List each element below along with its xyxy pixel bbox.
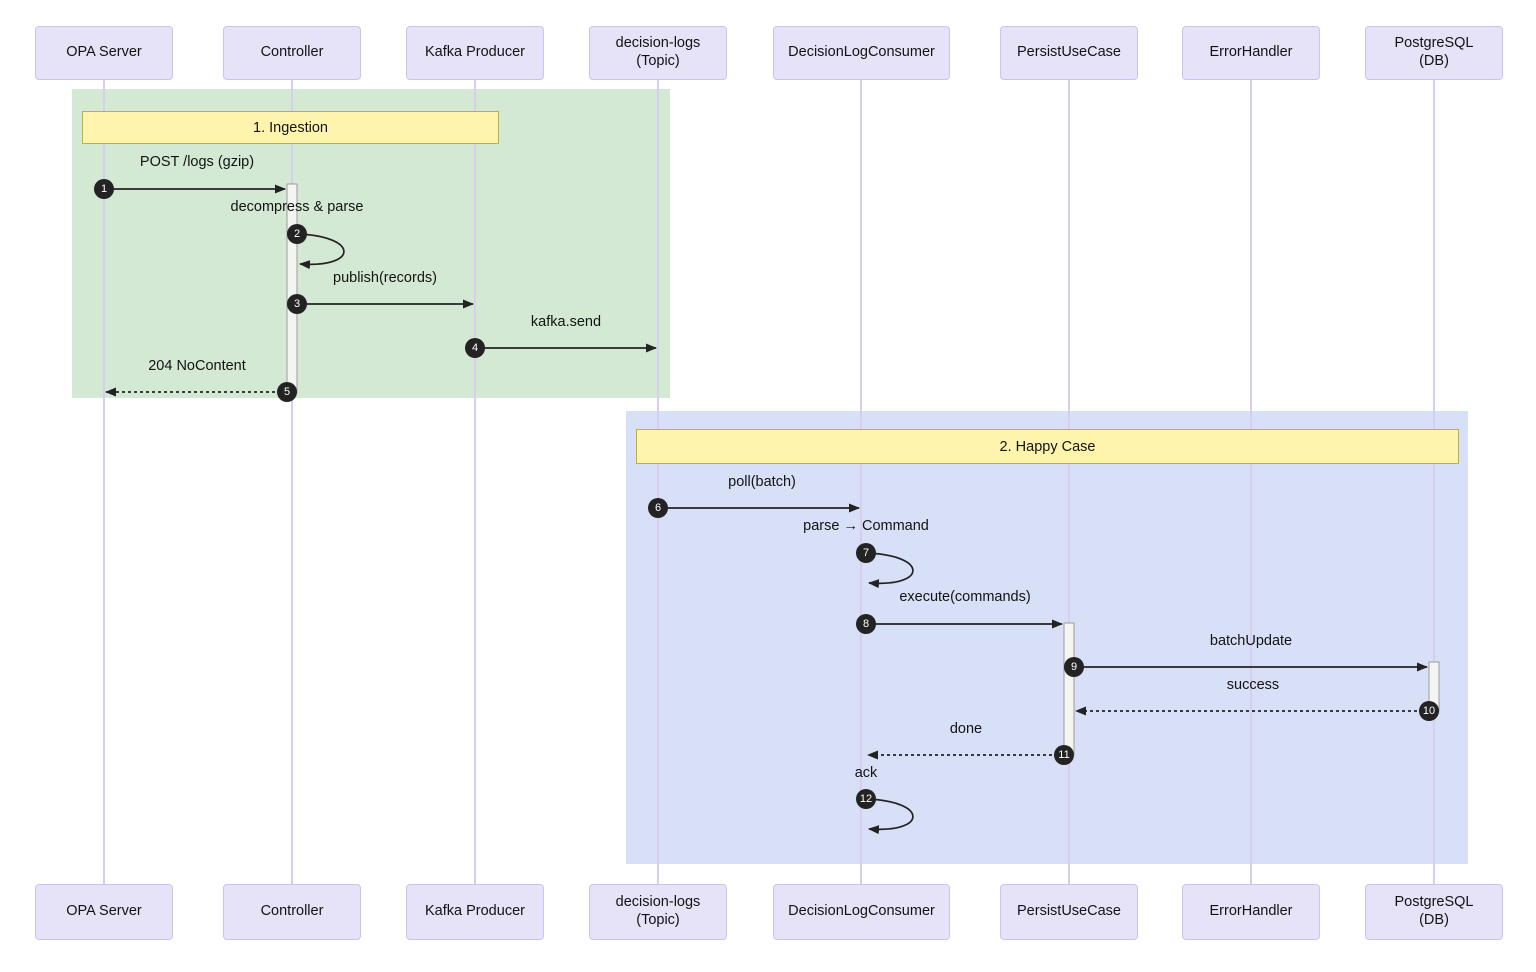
sequence-badge-4: 4 xyxy=(465,338,485,358)
participant-errh-top[interactable]: ErrorHandler xyxy=(1182,26,1320,80)
message-label-4-kafka-send: kafka.send xyxy=(530,314,602,330)
sequence-badge-6: 6 xyxy=(648,498,668,518)
participant-ctrl-bottom[interactable]: Controller xyxy=(223,884,361,940)
ctrl-activation xyxy=(286,183,298,394)
participant-label: OPA Server xyxy=(66,44,142,61)
participant-consumer-bottom[interactable]: DecisionLogConsumer xyxy=(773,884,950,940)
participant-label: PersistUseCase xyxy=(1017,903,1121,920)
message-label-3-publish-records: publish(records) xyxy=(333,270,437,286)
participant-label: OPA Server xyxy=(66,903,142,920)
sequence-badge-8: 8 xyxy=(856,614,876,634)
participant-label: decision-logs (Topic) xyxy=(615,35,701,69)
sequence-badge-12: 12 xyxy=(856,789,876,809)
participant-label: PostgreSQL (DB) xyxy=(1394,35,1474,69)
message-arrow-7-parse-command xyxy=(865,552,914,589)
message-label-11-done: done xyxy=(949,721,983,737)
message-arrow-2-decompress-parse xyxy=(296,233,345,270)
participant-label: Kafka Producer xyxy=(425,903,525,920)
lifelines xyxy=(103,80,1435,884)
participant-ctrl-top[interactable]: Controller xyxy=(223,26,361,80)
participant-topic-bottom[interactable]: decision-logs (Topic) xyxy=(589,884,727,940)
message-label-2-decompress-parse: decompress & parse xyxy=(230,199,364,215)
participant-label: Kafka Producer xyxy=(425,44,525,61)
participant-opa-top[interactable]: OPA Server xyxy=(35,26,173,80)
message-label-7-parse-command: parse → Command xyxy=(803,518,929,534)
block-label-text: 2. Happy Case xyxy=(999,438,1096,455)
message-arrow-12-ack xyxy=(865,798,914,835)
sequence-badge-7: 7 xyxy=(856,543,876,563)
participant-label: Controller xyxy=(260,903,324,920)
sequence-badge-5: 5 xyxy=(277,382,297,402)
participant-label: PostgreSQL (DB) xyxy=(1394,894,1474,928)
participant-label: decision-logs (Topic) xyxy=(615,894,701,928)
message-label-12-ack: ack xyxy=(854,765,878,781)
message-label-8-execute-commands: execute(commands) xyxy=(899,589,1031,605)
message-label-5-204-nocontent: 204 NoContent xyxy=(148,358,246,374)
sequence-badge-3: 3 xyxy=(287,294,307,314)
message-label-6-poll-batch: poll(batch) xyxy=(728,474,796,490)
participant-label: ErrorHandler xyxy=(1209,903,1293,920)
participant-consumer-top[interactable]: DecisionLogConsumer xyxy=(773,26,950,80)
block-label-happy-case: 2. Happy Case xyxy=(636,429,1459,464)
participant-label: DecisionLogConsumer xyxy=(788,44,935,61)
message-arrows xyxy=(104,184,1429,835)
usecase-activation xyxy=(1063,622,1075,756)
block-label-ingestion: 1. Ingestion xyxy=(82,111,499,144)
participant-pg-top[interactable]: PostgreSQL (DB) xyxy=(1365,26,1503,80)
participant-kprod-bottom[interactable]: Kafka Producer xyxy=(406,884,544,940)
participant-topic-top[interactable]: decision-logs (Topic) xyxy=(589,26,727,80)
participant-usecase-top[interactable]: PersistUseCase xyxy=(1000,26,1138,80)
participant-errh-bottom[interactable]: ErrorHandler xyxy=(1182,884,1320,940)
sequence-badge-1: 1 xyxy=(94,179,114,199)
block-label-text: 1. Ingestion xyxy=(253,119,328,136)
participant-usecase-bottom[interactable]: PersistUseCase xyxy=(1000,884,1138,940)
participant-label: PersistUseCase xyxy=(1017,44,1121,61)
block-region-happy-case xyxy=(626,411,1468,864)
message-label-10-success: success xyxy=(1226,677,1280,693)
participant-pg-bottom[interactable]: PostgreSQL (DB) xyxy=(1365,884,1503,940)
participant-label: DecisionLogConsumer xyxy=(788,903,935,920)
participant-opa-bottom[interactable]: OPA Server xyxy=(35,884,173,940)
sequence-badge-2: 2 xyxy=(287,224,307,244)
participant-label: Controller xyxy=(260,44,324,61)
sequence-badge-9: 9 xyxy=(1064,657,1084,677)
message-label-1-post-logs-gzip: POST /logs (gzip) xyxy=(139,154,255,170)
message-label-9-batchupdate: batchUpdate xyxy=(1209,633,1293,649)
participant-kprod-top[interactable]: Kafka Producer xyxy=(406,26,544,80)
participant-label: ErrorHandler xyxy=(1209,44,1293,61)
sequence-badge-10: 10 xyxy=(1419,701,1439,721)
sequence-badge-11: 11 xyxy=(1054,745,1074,765)
